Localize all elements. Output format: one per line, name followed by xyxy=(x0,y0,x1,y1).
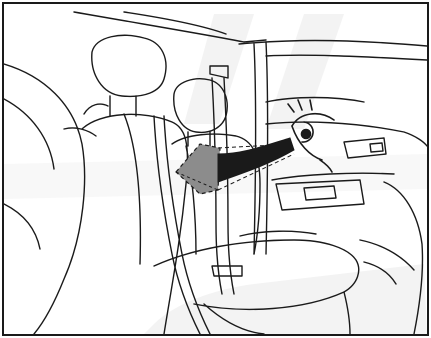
left-headrest xyxy=(84,35,166,116)
rear-seat-illustration xyxy=(4,4,427,334)
left-seat-cushion xyxy=(4,64,96,334)
left-seat-back xyxy=(82,114,187,334)
illustration-frame xyxy=(2,2,429,336)
